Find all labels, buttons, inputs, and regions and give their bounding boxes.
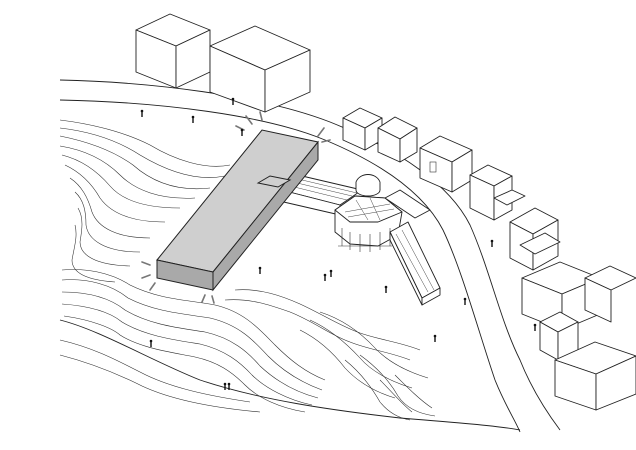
existing-houses-east — [342, 107, 636, 411]
road-outer-edge — [59, 99, 521, 433]
lower-path-edge — [59, 319, 521, 431]
existing-block-north — [135, 13, 311, 113]
people-figures — [140, 97, 537, 390]
new-building-volume — [156, 129, 319, 292]
road — [59, 79, 561, 433]
road-inner-edge — [59, 79, 561, 431]
highlight-rays — [141, 111, 331, 304]
terrain-contours — [59, 119, 436, 421]
